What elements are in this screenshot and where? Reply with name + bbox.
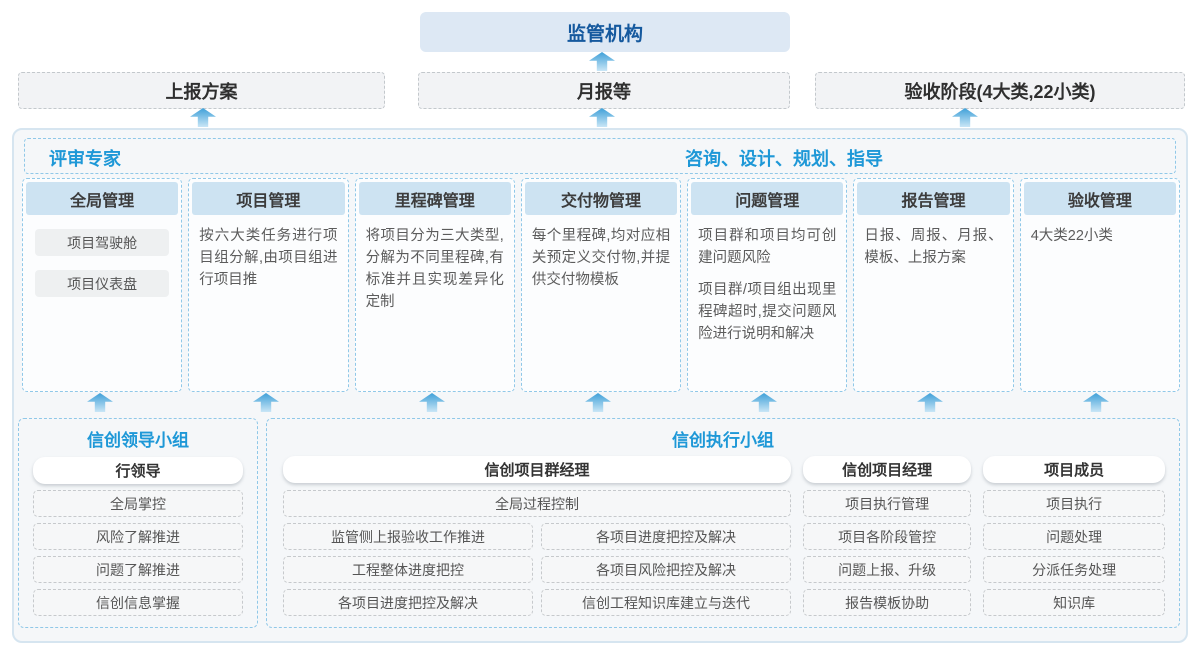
stage-label: 验收阶段(4大类,22小类)	[904, 81, 1096, 102]
column-deliverable-mgmt: 交付物管理 每个里程碑,均对应相关预定义交付物,并提供交付物模板	[520, 178, 682, 392]
column-title: 交付物管理	[524, 182, 678, 215]
member-item: 项目执行	[983, 490, 1165, 517]
column-acceptance-mgmt: 验收管理 4大类22小类	[1019, 178, 1180, 392]
pm-group-item: 全局过程控制	[283, 490, 791, 517]
pm-item: 问题上报、升级	[803, 556, 972, 583]
role-program-manager: 信创项目群经理	[283, 456, 791, 483]
column-title: 全局管理	[26, 182, 179, 215]
column-project-mgmt: 项目管理 按六大类任务进行项目组分解,由项目组进行项目推	[188, 178, 349, 392]
column-paragraph: 按六大类任务进行项目组分解,由项目组进行项目推	[199, 228, 338, 289]
stage-report-plan: 上报方案	[18, 72, 385, 109]
column-body: 项目群和项目均可创建问题风险 项目群/项目组出现里程碑超时,提交问题风险进行说明…	[688, 218, 846, 345]
pm-group-item: 各项目进度把控及解决	[283, 589, 533, 616]
pill-project-dashboard: 项目仪表盘	[35, 270, 170, 297]
column-title: 问题管理	[691, 182, 844, 215]
column-title: 报告管理	[857, 182, 1010, 215]
member-item: 知识库	[983, 589, 1165, 616]
up-arrow-icon	[190, 108, 216, 127]
leader-group: 信创领导小组 行领导 全局掌控 风险了解推进 问题了解推进 信创信息掌握	[18, 418, 258, 628]
role-project-member: 项目成员	[983, 456, 1165, 483]
column-body: 日报、周报、月报、模板、上报方案	[854, 218, 1012, 269]
executor-group: 信创执行小组 信创项目群经理 全局过程控制 监管侧上报验收工作推进 工程整体进度…	[266, 418, 1180, 628]
executor-columns: 信创项目群经理 全局过程控制 监管侧上报验收工作推进 工程整体进度把控 各项目进…	[283, 456, 1165, 622]
pm-item: 项目各阶段管控	[803, 523, 972, 550]
pm-item: 报告模板协助	[803, 589, 972, 616]
column-paragraph: 4大类22小类	[1030, 228, 1113, 244]
management-columns: 全局管理 项目驾驶舱 项目仪表盘 项目管理 按六大类任务进行项目组分解,由项目组…	[22, 178, 1180, 392]
pm-group-item: 各项目风险把控及解决	[541, 556, 791, 583]
regulator-box: 监管机构	[420, 12, 790, 52]
column-paragraph: 项目群和项目均可创建问题风险	[698, 228, 837, 267]
leader-group-title: 信创领导小组	[87, 431, 189, 450]
executor-group-title: 信创执行小组	[672, 431, 774, 450]
pm-group-right-items: 各项目进度把控及解决 各项目风险把控及解决 信创工程知识库建立与迭代	[541, 523, 791, 622]
pm-group-item: 工程整体进度把控	[283, 556, 533, 583]
stage-acceptance: 验收阶段(4大类,22小类)	[815, 72, 1185, 109]
up-arrow-icon	[589, 108, 615, 127]
column-milestone-mgmt: 里程碑管理 将项目分为三大类型,分解为不同里程碑,有标准并且实现差异化定制	[354, 178, 515, 392]
leader-item: 信创信息掌握	[33, 589, 243, 616]
column-global-mgmt: 全局管理 项目驾驶舱 项目仪表盘	[22, 178, 183, 392]
column-issue-mgmt: 问题管理 项目群和项目均可创建问题风险 项目群/项目组出现里程碑超时,提交问题风…	[687, 178, 848, 392]
pill-project-cockpit: 项目驾驶舱	[35, 229, 170, 256]
role-bank-leader: 行领导	[33, 457, 243, 484]
role-project-manager: 信创项目经理	[803, 456, 972, 483]
panel-header: 评审专家 咨询、设计、规划、指导	[24, 138, 1176, 174]
pm-group-item: 信创工程知识库建立与迭代	[541, 589, 791, 616]
pm-item: 项目执行管理	[803, 490, 972, 517]
pm-group-item: 各项目进度把控及解决	[541, 523, 791, 550]
column-body: 每个里程碑,均对应相关预定义交付物,并提供交付物模板	[522, 218, 680, 291]
column-paragraph: 日报、周报、月报、模板、上报方案	[864, 228, 1003, 267]
column-body: 按六大类任务进行项目组分解,由项目组进行项目推	[189, 218, 347, 291]
column-report-mgmt: 报告管理 日报、周报、月报、模板、上报方案	[853, 178, 1014, 392]
leader-item: 全局掌控	[33, 490, 243, 517]
regulator-label: 监管机构	[566, 23, 643, 45]
up-arrow-icon	[589, 52, 615, 71]
pm-group-item-grid: 监管侧上报验收工作推进 工程整体进度把控 各项目进度把控及解决 各项目进度把控及…	[283, 523, 791, 622]
column-title: 项目管理	[192, 182, 345, 215]
project-manager-column: 信创项目经理 项目执行管理 项目各阶段管控 问题上报、升级 报告模板协助	[803, 456, 972, 622]
consulting-label: 咨询、设计、规划、指导	[685, 149, 883, 169]
column-body: 4大类22小类	[1021, 218, 1179, 247]
stage-label: 上报方案	[165, 81, 238, 102]
review-experts-label: 评审专家	[49, 149, 121, 169]
column-title: 验收管理	[1023, 182, 1176, 215]
column-title: 里程碑管理	[358, 182, 511, 215]
column-body: 将项目分为三大类型,分解为不同里程碑,有标准并且实现差异化定制	[356, 218, 514, 313]
stage-monthly-report: 月报等	[418, 72, 790, 109]
column-paragraph: 每个里程碑,均对应相关预定义交付物,并提供交付物模板	[531, 228, 671, 289]
stage-label: 月报等	[577, 81, 631, 102]
member-item: 问题处理	[983, 523, 1165, 550]
member-item: 分派任务处理	[983, 556, 1165, 583]
column-paragraph: 项目群/项目组出现里程碑超时,提交问题风险进行说明和解决	[698, 282, 837, 343]
pm-group-item: 监管侧上报验收工作推进	[283, 523, 533, 550]
column-paragraph: 将项目分为三大类型,分解为不同里程碑,有标准并且实现差异化定制	[365, 228, 504, 311]
project-member-column: 项目成员 项目执行 问题处理 分派任务处理 知识库	[983, 456, 1165, 622]
leader-item: 问题了解推进	[33, 556, 243, 583]
pm-group-left-items: 监管侧上报验收工作推进 工程整体进度把控 各项目进度把控及解决	[283, 523, 533, 622]
leader-item: 风险了解推进	[33, 523, 243, 550]
program-manager-column: 信创项目群经理 全局过程控制 监管侧上报验收工作推进 工程整体进度把控 各项目进…	[283, 456, 791, 622]
up-arrow-icon	[952, 108, 978, 127]
